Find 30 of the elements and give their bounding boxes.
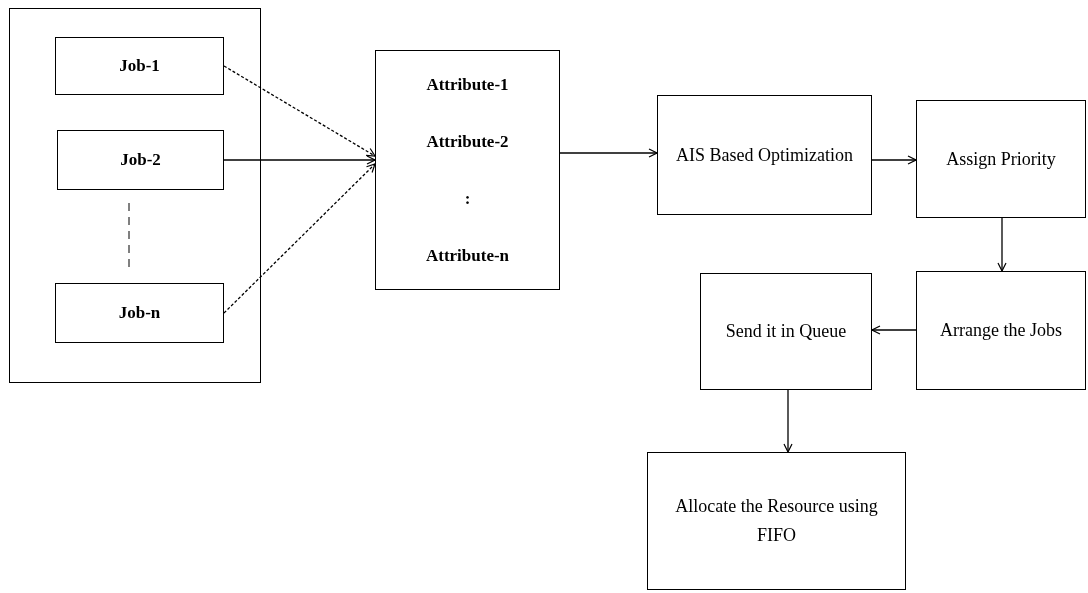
box-label: : (463, 187, 472, 210)
box-label: Send it in Queue (724, 320, 848, 344)
process-box (647, 452, 906, 590)
box-label: Arrange the Jobs (939, 319, 1063, 343)
process-box (57, 130, 224, 190)
process-box (916, 100, 1086, 218)
process-box (657, 95, 872, 215)
process-box (916, 271, 1086, 390)
arrow (223, 163, 376, 314)
box-label: Attribute-2 (425, 130, 510, 153)
box-label: Job-n (117, 302, 162, 325)
box-label: Job-2 (119, 149, 162, 172)
box-label: Allocate the Resource using FIFO (674, 495, 879, 547)
arrow (871, 325, 917, 335)
arrow (783, 389, 793, 453)
box-label: Assign Priority (945, 147, 1057, 171)
box-label: Attribute-n (424, 244, 511, 267)
arrow (223, 155, 376, 165)
process-box (55, 283, 224, 343)
box-label: AIS Based Optimization (675, 143, 854, 167)
arrow (997, 217, 1007, 272)
box-label: Attribute-1 (425, 74, 510, 96)
arrow (559, 148, 658, 158)
arrow (871, 155, 917, 165)
box-label: Job-1 (118, 55, 161, 78)
process-box (55, 37, 224, 95)
process-box (375, 50, 560, 290)
arrow (223, 65, 376, 157)
process-box (700, 273, 872, 390)
container-box (9, 8, 261, 383)
